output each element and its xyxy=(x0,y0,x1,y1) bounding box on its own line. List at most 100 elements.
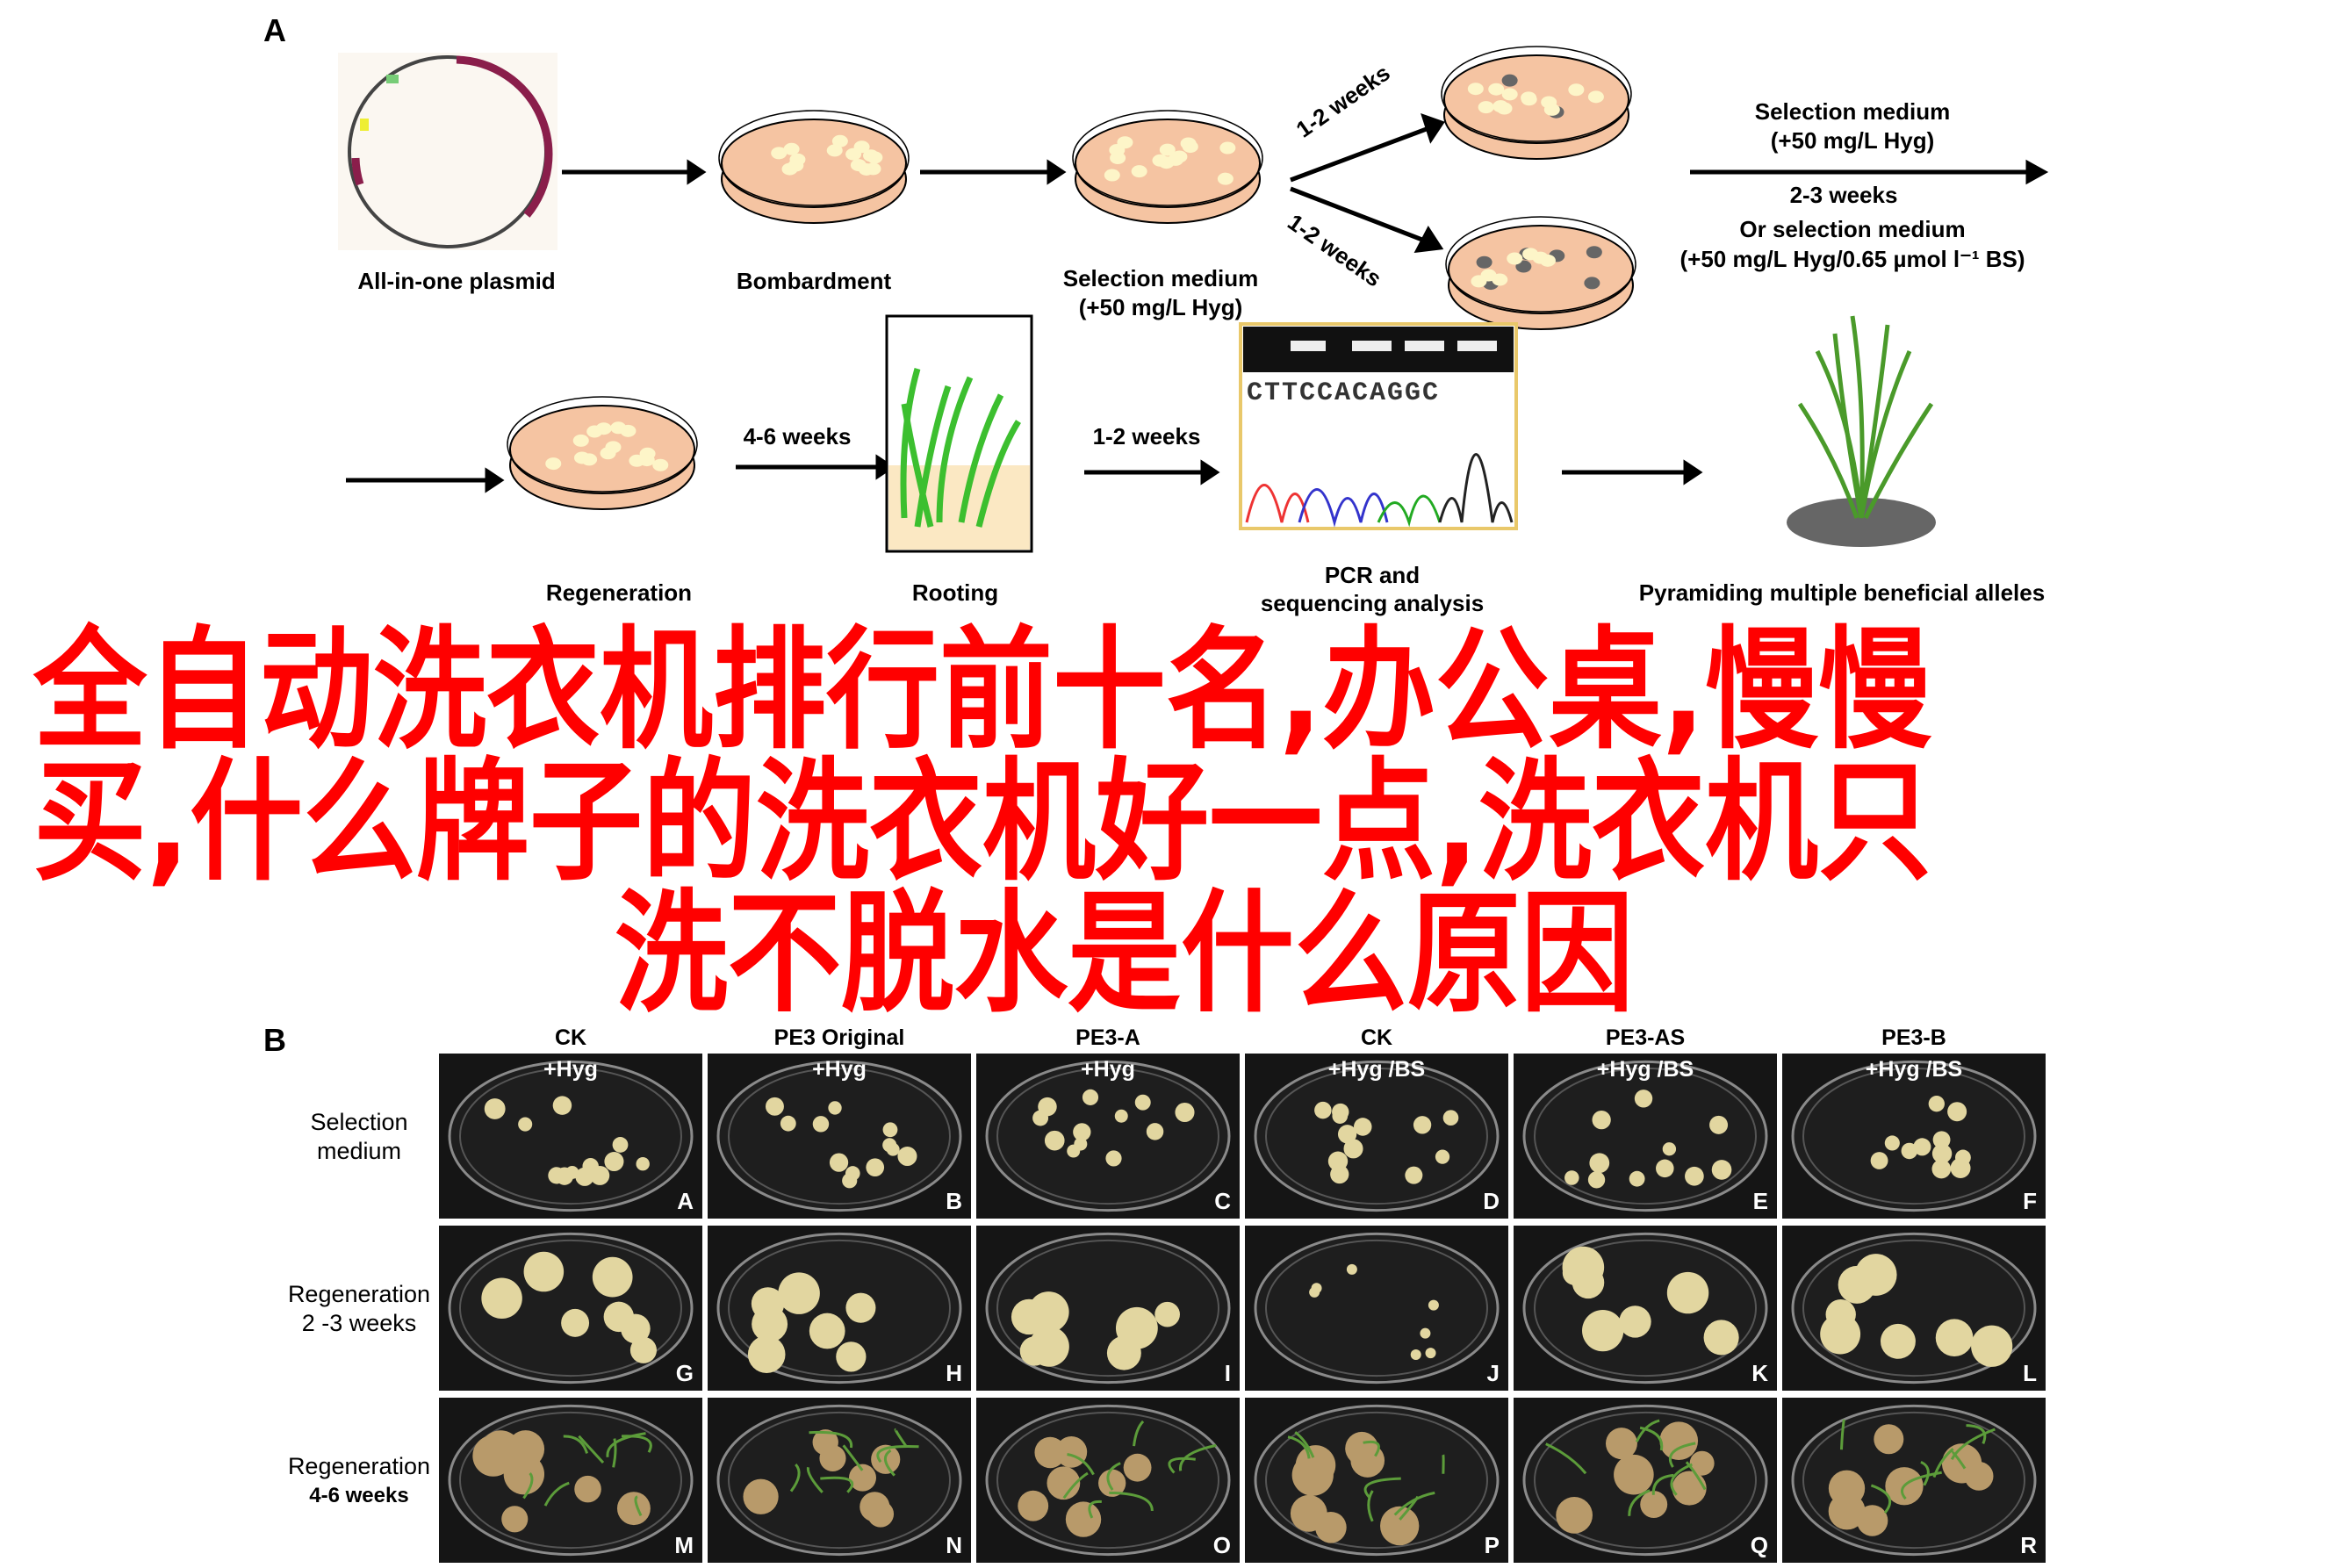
duration-label: 1-2 weeks xyxy=(1092,423,1201,450)
right-text-line: (+50 mg/L Hyg/0.65 µmol l⁻¹ BS) xyxy=(1679,246,2025,272)
plate-photo: G xyxy=(439,1226,702,1391)
petri-dish-icon xyxy=(716,1404,962,1557)
duration-label: 4-6 weeks xyxy=(743,423,852,450)
row-label-line1: Regeneration xyxy=(287,1453,431,1479)
row-label-line2: medium xyxy=(316,1138,402,1164)
step-selection-dose: (+50 mg/L Hyg) xyxy=(1078,294,1243,320)
plate-letter: E xyxy=(1752,1188,1768,1214)
lower-dish-icon xyxy=(1445,216,1636,330)
column-header-name: CK xyxy=(1360,1025,1393,1050)
stage-pcr-label: PCR and xyxy=(1324,562,1421,588)
plate-letter: I xyxy=(1224,1360,1231,1386)
petri-dish-icon xyxy=(716,1060,962,1212)
plate-photo: I xyxy=(976,1226,1240,1391)
plate-letter: N xyxy=(946,1532,962,1558)
plate-letter: B xyxy=(946,1188,962,1214)
petri-dish-icon xyxy=(448,1404,694,1557)
plate-photo: R xyxy=(1782,1398,2046,1563)
arrows xyxy=(562,112,2049,254)
column-header-name: PE3 Original xyxy=(773,1025,905,1050)
row-label: Selection medium xyxy=(310,1108,407,1166)
plate-letter: Q xyxy=(1750,1532,1768,1558)
step-selection-label: Selection medium xyxy=(1062,265,1259,291)
petri-dish-icon xyxy=(448,1060,694,1212)
bombardment-dish-icon xyxy=(718,110,910,224)
right-text-line: 2-3 weeks xyxy=(1789,182,1898,208)
petri-dish-icon xyxy=(985,1404,1231,1557)
plate-photo: Q xyxy=(1514,1398,1777,1563)
upper-dish-icon xyxy=(1441,46,1632,160)
row-label: Regeneration 2 -3 weeks xyxy=(288,1280,430,1338)
plate-letter: G xyxy=(675,1360,694,1386)
panel-a-label: A xyxy=(263,12,286,48)
column-header-treatment: +Hyg xyxy=(1081,1057,1135,1082)
petri-dish-icon xyxy=(1522,1232,1768,1385)
plate-letter: F xyxy=(2023,1188,2037,1214)
column-header-name: PE3-AS xyxy=(1605,1025,1686,1050)
plate-letter: M xyxy=(674,1532,694,1558)
plate-letter: J xyxy=(1486,1360,1500,1386)
right-text-line: Selection medium xyxy=(1754,98,1951,125)
row-label-line2: 4-6 weeks xyxy=(309,1484,409,1507)
plasmid-map-bg xyxy=(338,53,557,250)
regeneration-dish-icon xyxy=(507,396,698,510)
row-label-line1: Regeneration xyxy=(287,1281,431,1307)
sequencing-chromatogram-icon: CTTCCACAGGC xyxy=(1239,322,1518,530)
plate-photo: H xyxy=(708,1226,971,1391)
column-header-name: PE3-A xyxy=(1075,1025,1140,1050)
overlay-title-line1: 全自动洗衣机排行前十名,办公桌,慢慢 xyxy=(33,615,1932,767)
plate-photo: K xyxy=(1514,1226,1777,1391)
step-plasmid-label: All-in-one plasmid xyxy=(357,268,556,294)
plate-photo: +Hyg /BS E xyxy=(1514,1054,1777,1219)
petri-dish-icon xyxy=(985,1060,1231,1212)
dna-sequence: CTTCCACAGGC xyxy=(1247,378,1440,408)
plate-photo: L xyxy=(1782,1226,2046,1391)
step-bombardment-label: Bombardment xyxy=(736,268,892,294)
petri-dish-icon xyxy=(1791,1232,2037,1385)
petri-dish-icon xyxy=(1791,1404,2037,1557)
rooting-box-icon xyxy=(885,314,1033,553)
column-header-name: PE3-B xyxy=(1881,1025,1946,1050)
column-header-treatment: +Hyg /BS xyxy=(1596,1057,1694,1082)
plate-letter: P xyxy=(1484,1532,1500,1558)
plate-photo: N xyxy=(708,1398,971,1563)
petri-dish-icon xyxy=(1254,1232,1500,1385)
plate-photo: O xyxy=(976,1398,1240,1563)
petri-dish-icon xyxy=(1254,1404,1500,1557)
petri-dish-icon xyxy=(1254,1060,1500,1212)
panel-a-diagram: CTTCCACAGGC xyxy=(338,46,2049,553)
plate-letter: O xyxy=(1212,1532,1231,1558)
rice-plant-icon xyxy=(1787,315,1936,547)
plate-letter: H xyxy=(946,1360,962,1386)
panel-a-row2: CTTCCACAGGC xyxy=(346,314,1936,553)
panel-b-label: B xyxy=(263,1022,286,1058)
column-header-name: CK xyxy=(554,1025,587,1050)
right-text-line: (+50 mg/L Hyg) xyxy=(1770,127,1935,154)
petri-dish-icon xyxy=(716,1232,962,1385)
overlay-title-line2: 买,什么牌子的洗衣机好一点,洗衣机只 xyxy=(33,746,1932,899)
row2-arrows xyxy=(346,454,1703,493)
column-header-treatment: +Hyg /BS xyxy=(1327,1057,1426,1082)
plate-photo: P xyxy=(1245,1398,1508,1563)
plate-letter: R xyxy=(2020,1532,2037,1558)
row-label-line1: Selection xyxy=(310,1109,408,1135)
petri-dish-icon xyxy=(448,1232,694,1385)
petri-dish-icon xyxy=(1791,1060,2037,1212)
plate-photo: J xyxy=(1245,1226,1508,1391)
stage-rooting-label: Rooting xyxy=(911,579,999,606)
plate-letter: K xyxy=(1751,1360,1768,1386)
row-label: Regeneration 4-6 weeks xyxy=(288,1452,430,1510)
selection-dish-icon xyxy=(1072,110,1263,224)
plasmid-gene-segment xyxy=(456,55,553,218)
row-label-line2: 2 -3 weeks xyxy=(301,1310,417,1336)
plate-letter: D xyxy=(1483,1188,1500,1214)
overlay-title-line3: 洗不脱水是什么原因 xyxy=(615,878,1635,1031)
plate-letter: C xyxy=(1214,1188,1231,1214)
plate-letter: A xyxy=(677,1188,694,1214)
plate-letter: L xyxy=(2023,1360,2037,1386)
stage-pcr-label-2: sequencing analysis xyxy=(1260,590,1485,616)
column-header-treatment: +Hyg xyxy=(812,1057,867,1082)
